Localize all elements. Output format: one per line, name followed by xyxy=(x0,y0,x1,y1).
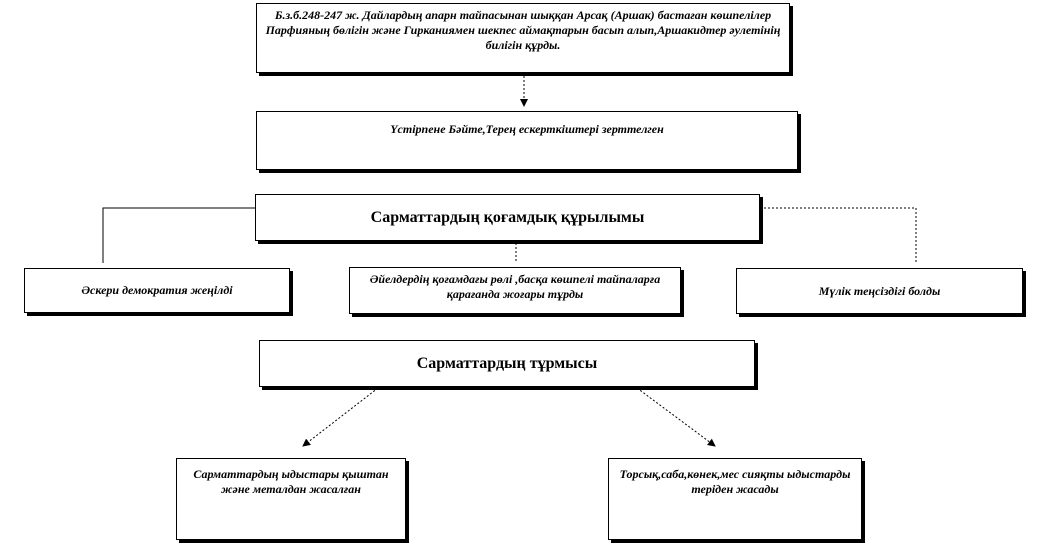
node-dishes: Сарматтардың ыдыстары қыштан және металд… xyxy=(176,458,406,540)
connector-social-to-property xyxy=(760,207,917,263)
node-property-inequality: Мүлік теңсіздігі болды xyxy=(736,268,1023,314)
arrow-life-to-leather xyxy=(636,387,716,447)
node-military-democracy-text: Әскери демократия жеңілді xyxy=(81,283,233,297)
node-leather-vessels: Торсық,саба,көнек,мес сияқты ыдыстарды т… xyxy=(608,458,862,540)
node-military-democracy: Әскери демократия жеңілді xyxy=(24,268,290,313)
node-life-title: Сарматтардың тұрмысы xyxy=(259,340,755,387)
connector-social-to-military xyxy=(102,207,255,263)
node-women-role-text: Әйелдердің қоғамдағы рөлі ,басқа көшпелі… xyxy=(369,272,661,301)
node-women-role: Әйелдердің қоғамдағы рөлі ,басқа көшпелі… xyxy=(349,267,681,314)
node-property-inequality-text: Мүлік теңсіздігі болды xyxy=(818,283,941,298)
node-life-title-text: Сарматтардың тұрмысы xyxy=(416,354,598,372)
node-dishes-text: Сарматтардың ыдыстары қыштан және металд… xyxy=(193,467,389,496)
node-social-structure-title: Сарматтардың қоғамдық құрылымы xyxy=(255,194,760,241)
arrow-life-to-dishes xyxy=(302,387,379,447)
node-cavalry: Үстірпене Бәйте,Терең ескерткіштері зерт… xyxy=(256,111,798,170)
node-leather-vessels-text: Торсық,саба,көнек,мес сияқты ыдыстарды т… xyxy=(619,467,851,496)
node-origin: Б.з.б.248-247 ж. Дайлардың апарн тайпасы… xyxy=(256,3,790,73)
node-social-structure-title-text: Сарматтардың қоғамдық құрылымы xyxy=(370,208,645,226)
node-cavalry-text: Үстірпене Бәйте,Терең ескерткіштері зерт… xyxy=(390,122,664,136)
node-origin-text: Б.з.б.248-247 ж. Дайлардың апарн тайпасы… xyxy=(265,8,781,52)
